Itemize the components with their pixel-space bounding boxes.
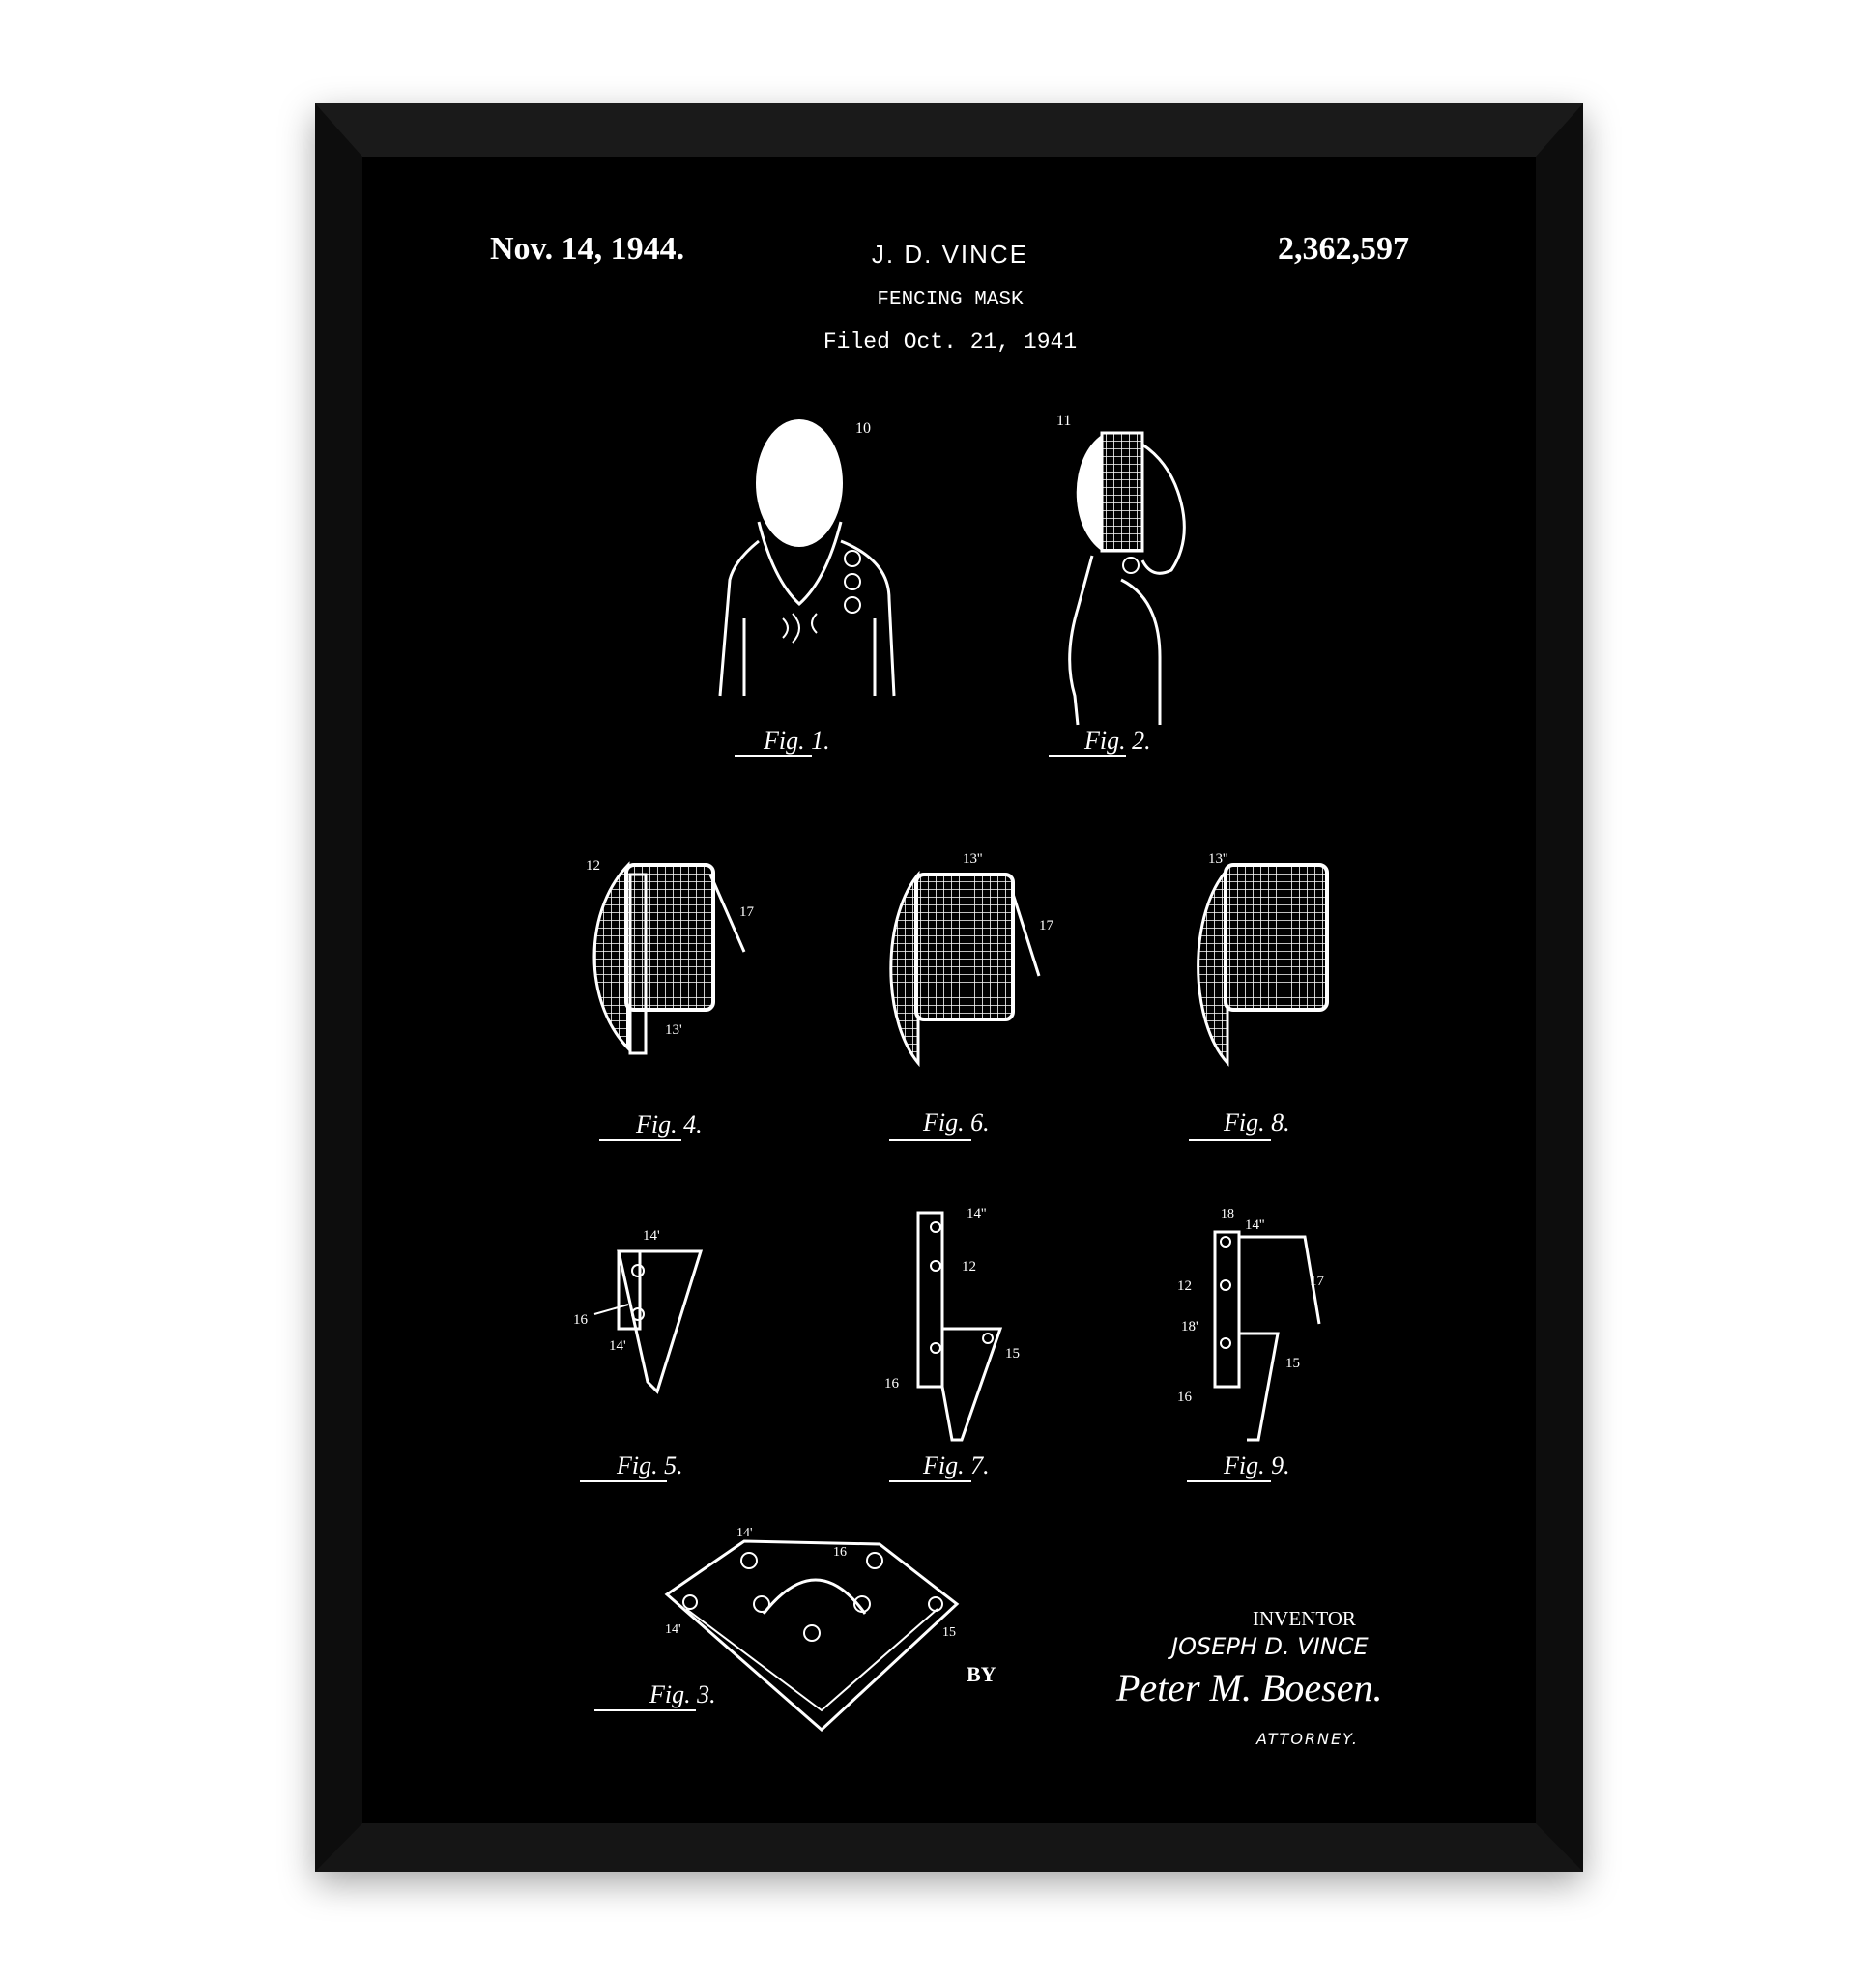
figure-7-drawing: 14'' 12 15 16 <box>884 1206 1020 1442</box>
by-label: BY <box>967 1662 996 1686</box>
figure-4-label: Fig. 4. <box>635 1110 703 1138</box>
inventor-header: J. D. VINCE <box>872 240 1028 269</box>
figure-6-label: Fig. 6. <box>922 1108 990 1136</box>
figure-6-drawing: 13'' 17 <box>889 851 1054 1068</box>
attorney-label: ATTORNEY. <box>1255 1730 1359 1748</box>
figure-1-drawing: 10 <box>718 419 896 697</box>
frame-bevel <box>315 1823 1583 1872</box>
ref-label: 16 <box>833 1545 847 1560</box>
figure-8-drawing: 13'' <box>1197 851 1329 1067</box>
attorney-signature: Peter M. Boesen. <box>1115 1666 1382 1709</box>
ref-label: 17 <box>739 904 755 920</box>
figure-9-drawing: 18 14'' 12 18' 17 15 16 <box>1177 1207 1325 1442</box>
figure-4-drawing: 12 17 13' <box>586 858 755 1055</box>
patent-number: 2,362,597 <box>1278 231 1409 267</box>
ref-label: 18 <box>1221 1207 1234 1221</box>
figure-5-label: Fig. 5. <box>616 1451 683 1479</box>
ref-label: 11 <box>1056 413 1071 429</box>
ref-label: 14'' <box>1245 1218 1265 1233</box>
figure-1-label: Fig. 1. <box>763 727 830 755</box>
filed-date: Filed Oct. 21, 1941 <box>823 330 1077 355</box>
ref-label: 13' <box>665 1022 682 1038</box>
patent-date: Nov. 14, 1944. <box>490 231 684 267</box>
ref-label: 14' <box>665 1622 681 1637</box>
ref-label: 13'' <box>963 851 983 867</box>
ref-label: 14' <box>609 1338 626 1354</box>
figure-2-drawing: 11 <box>1056 413 1186 726</box>
ref-label: 12 <box>1177 1278 1192 1294</box>
ref-label: 15 <box>1005 1346 1020 1362</box>
ref-label: 18' <box>1181 1319 1198 1334</box>
ref-label: 14' <box>643 1228 660 1244</box>
ref-label: 12 <box>962 1259 976 1275</box>
inventor-label: INVENTOR <box>1253 1607 1356 1630</box>
ref-label: 12 <box>586 858 600 874</box>
figure-3-drawing: 14' 16 15 14' <box>664 1526 960 1733</box>
ref-label: 15 <box>1285 1356 1300 1371</box>
ref-label: 16 <box>1177 1390 1193 1405</box>
ref-label: 13'' <box>1208 851 1228 867</box>
figure-8-label: Fig. 8. <box>1223 1108 1290 1136</box>
figure-label-underlines <box>580 755 1271 1711</box>
patent-title: FENCING MASK <box>877 289 1024 311</box>
figure-9-label: Fig. 9. <box>1223 1451 1290 1479</box>
ref-label: 17 <box>1310 1274 1325 1289</box>
figure-7-label: Fig. 7. <box>922 1451 990 1479</box>
figure-2-label: Fig. 2. <box>1083 727 1151 755</box>
ref-label: 17 <box>1039 918 1054 933</box>
figure-3-label: Fig. 3. <box>649 1680 716 1708</box>
figure-5-drawing: 14' 16 14' <box>573 1228 704 1394</box>
inventor-name: JOSEPH D. VINCE <box>1168 1633 1369 1660</box>
ref-label: 14'' <box>967 1206 987 1221</box>
ref-label: 10 <box>855 420 871 437</box>
ref-label: 16 <box>884 1376 900 1391</box>
ref-label: 14' <box>736 1526 753 1540</box>
ref-label: 15 <box>942 1625 956 1640</box>
ref-label: 16 <box>573 1312 589 1328</box>
frame-bevel <box>315 103 1583 157</box>
